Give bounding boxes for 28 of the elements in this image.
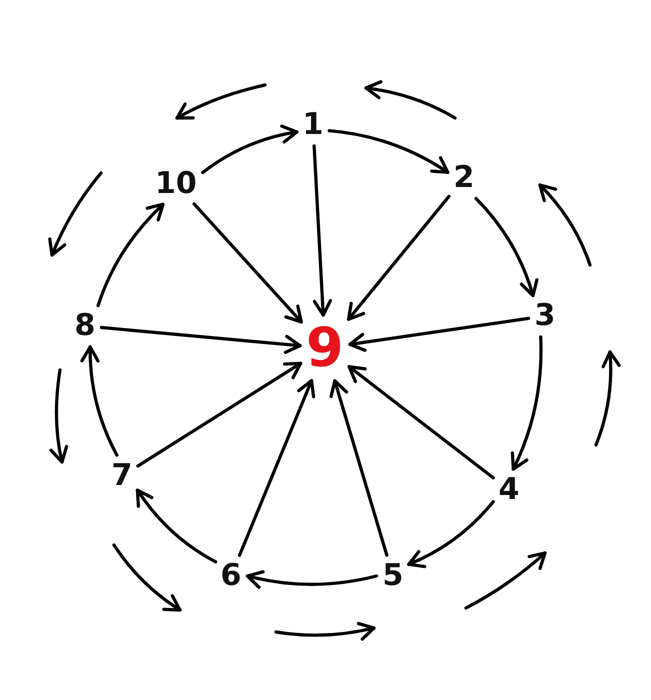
arrow bbox=[201, 124, 298, 174]
arrow bbox=[474, 196, 538, 298]
node-number: 1 bbox=[300, 108, 326, 142]
arrow bbox=[330, 379, 388, 557]
arrow bbox=[100, 326, 302, 354]
arrow bbox=[407, 500, 495, 568]
node-number: 2 bbox=[452, 161, 476, 195]
node-number: 3 bbox=[532, 299, 558, 333]
arrow bbox=[136, 362, 302, 468]
arrow bbox=[328, 129, 450, 174]
node-number: 5 bbox=[380, 559, 406, 593]
arrow bbox=[346, 194, 451, 321]
node-number: 8 bbox=[72, 309, 98, 343]
arrow bbox=[348, 365, 495, 480]
arrow bbox=[238, 379, 316, 557]
arrow bbox=[136, 488, 218, 564]
node-number: 10 bbox=[153, 167, 199, 201]
arrow bbox=[312, 144, 332, 317]
arrow bbox=[80, 345, 118, 457]
node-number: 7 bbox=[110, 459, 134, 493]
arrow bbox=[510, 335, 543, 471]
arrow bbox=[96, 202, 165, 308]
arrow bbox=[246, 570, 378, 589]
node-number: 6 bbox=[218, 559, 244, 593]
node-number: 4 bbox=[496, 473, 522, 507]
arrow bbox=[192, 202, 303, 324]
arrow bbox=[348, 316, 530, 352]
node-number: 9 bbox=[304, 319, 346, 377]
